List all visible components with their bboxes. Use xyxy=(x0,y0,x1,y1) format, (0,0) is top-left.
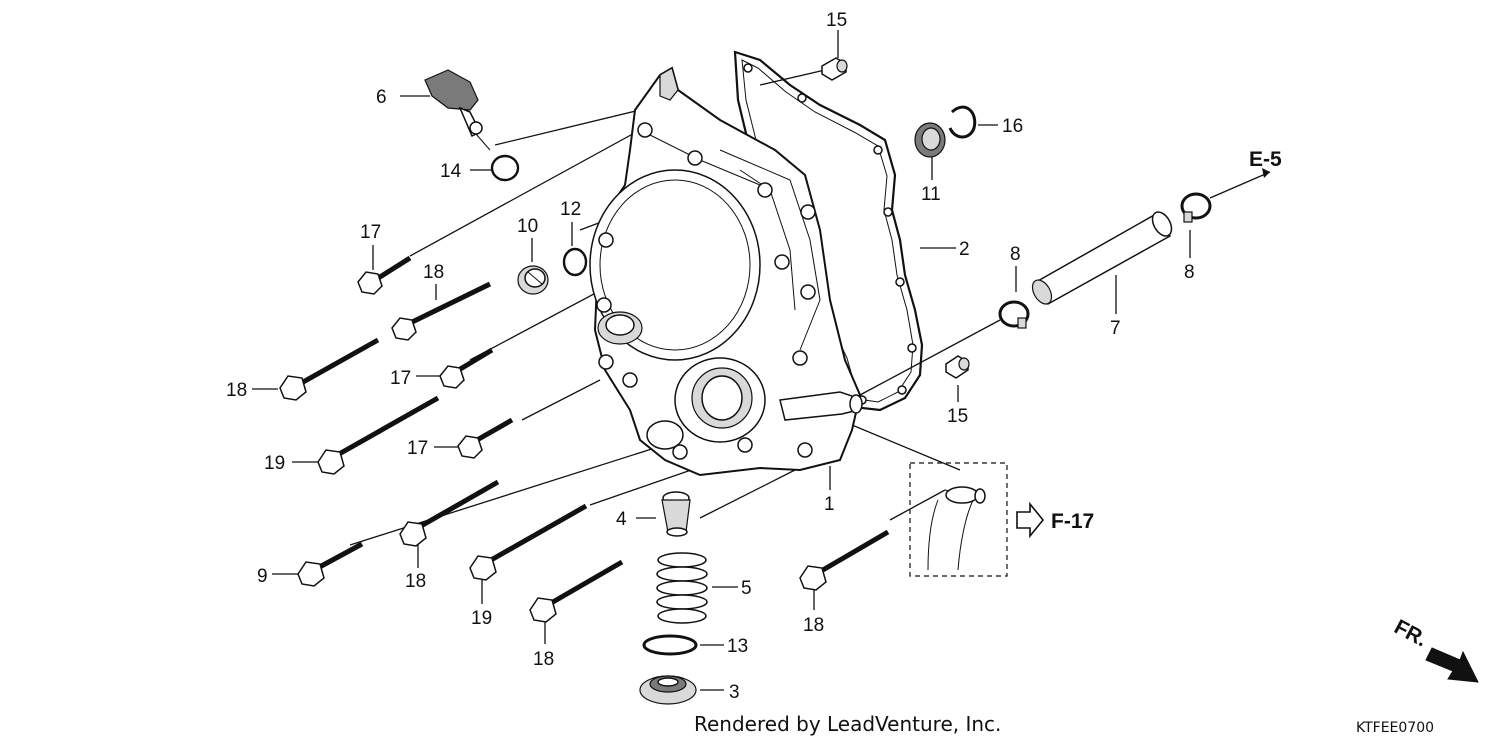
oil-dipstick xyxy=(424,69,491,151)
label-part-18e: 18 xyxy=(803,615,824,636)
o-ring-14 xyxy=(490,154,520,182)
bolt-17a xyxy=(357,255,412,295)
hose-clip-8a xyxy=(998,300,1030,329)
label-part-18d: 18 xyxy=(533,649,554,670)
bolt-18d xyxy=(529,559,624,623)
crankcase-cover xyxy=(589,66,863,477)
label-part-8a: 8 xyxy=(1010,244,1021,265)
label-part-6: 6 xyxy=(376,87,387,108)
label-part-13: 13 xyxy=(727,636,748,657)
ref-fr: FR. xyxy=(1390,615,1431,651)
drain-plug xyxy=(517,265,549,295)
bolt-18a xyxy=(391,281,492,341)
bolt-18e xyxy=(799,529,890,591)
bolt-17b xyxy=(439,347,494,389)
label-part-4: 4 xyxy=(616,509,627,530)
dowel-pin-15b xyxy=(945,355,970,379)
label-part-8b: 8 xyxy=(1184,262,1195,283)
label-part-17c: 17 xyxy=(407,438,428,459)
strainer-screen xyxy=(661,491,691,537)
bolt-18c xyxy=(399,479,500,547)
o-ring-12 xyxy=(562,247,588,277)
f17-inset xyxy=(909,462,1008,577)
bolt-18b xyxy=(279,337,380,401)
filter-cap xyxy=(639,675,697,705)
hose-clip-8b xyxy=(1180,192,1212,223)
label-part-18b: 18 xyxy=(226,380,247,401)
label-part-10: 10 xyxy=(517,216,538,237)
label-part-12: 12 xyxy=(560,199,581,220)
bolt-17c xyxy=(457,417,514,459)
circlip xyxy=(948,105,977,139)
label-part-19b: 19 xyxy=(471,608,492,629)
label-part-2: 2 xyxy=(959,239,970,260)
bolt-19a xyxy=(317,395,440,475)
breather-hose xyxy=(1031,211,1173,306)
f17-arrow-icon xyxy=(1016,501,1045,539)
diagram-code: KTFEE0700 xyxy=(1356,720,1435,736)
footer-credit: Rendered by LeadVenture, Inc. xyxy=(694,712,1002,736)
label-part-14: 14 xyxy=(440,161,462,182)
bolts xyxy=(279,255,890,623)
spring xyxy=(656,552,708,624)
oil-seal xyxy=(914,122,946,158)
label-part-3: 3 xyxy=(729,682,740,703)
label-part-17b: 17 xyxy=(390,368,411,389)
ref-e5: E-5 xyxy=(1249,148,1282,171)
part-labels: 6 14 17 10 12 18 18 17 17 19 9 18 19 18 … xyxy=(226,10,1195,703)
label-part-5: 5 xyxy=(741,578,752,599)
label-part-19a: 19 xyxy=(264,453,285,474)
dowel-pin-15a xyxy=(821,57,848,81)
label-part-17a: 17 xyxy=(360,222,381,243)
ref-f17: F-17 xyxy=(1051,510,1094,533)
label-part-15a: 15 xyxy=(826,10,847,31)
o-ring-13 xyxy=(642,634,698,656)
e5-arrow-icon xyxy=(1262,168,1270,178)
bolt-19b xyxy=(469,503,588,581)
label-part-15b: 15 xyxy=(947,406,968,427)
bolt-9 xyxy=(297,541,364,587)
fr-arrow-icon xyxy=(1425,647,1479,683)
label-part-18c: 18 xyxy=(405,571,426,592)
label-part-9: 9 xyxy=(257,566,268,587)
label-part-18a: 18 xyxy=(423,262,444,283)
label-part-16: 16 xyxy=(1002,116,1023,137)
label-part-11: 11 xyxy=(921,184,941,205)
label-part-7: 7 xyxy=(1110,318,1121,339)
label-part-1: 1 xyxy=(824,494,835,515)
